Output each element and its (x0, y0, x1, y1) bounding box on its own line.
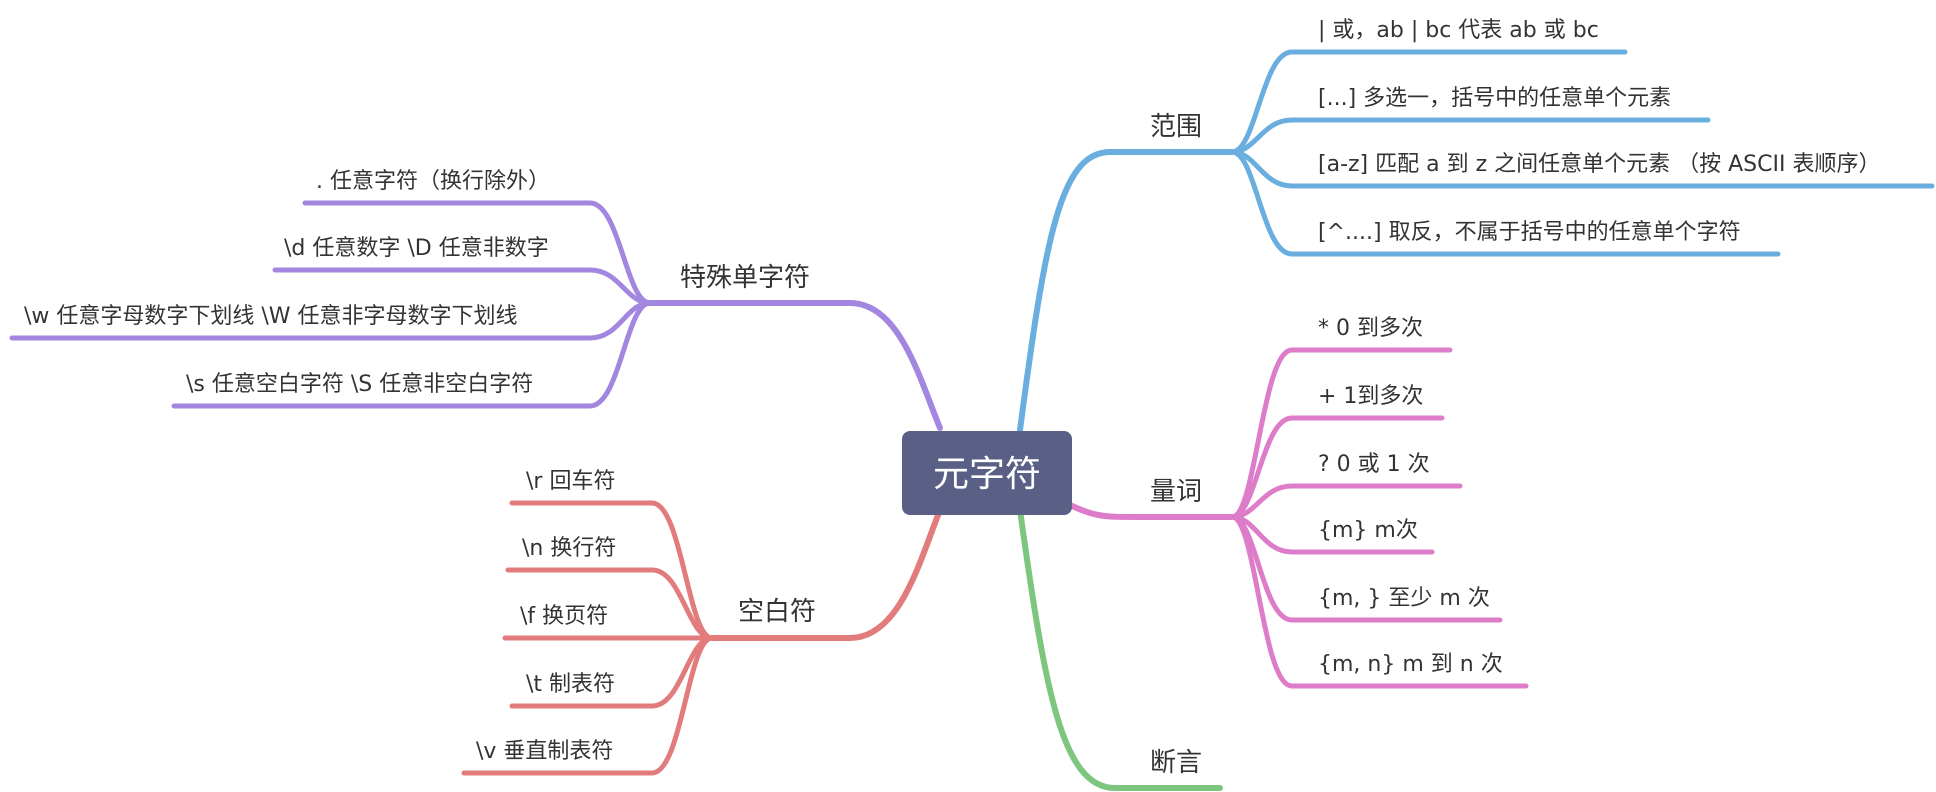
leaf-range-2[interactable]: [...] 多选一，括号中的任意单个元素 (1318, 86, 1671, 111)
root-node[interactable]: 元字符 (902, 431, 1072, 515)
leaf-quantifier-3[interactable]: ? 0 或 1 次 (1318, 452, 1430, 477)
branch-range-connector (1017, 149, 1235, 433)
topic-special-label[interactable]: 特殊单字符 (680, 263, 810, 293)
leaf-quantifier-6[interactable]: {m, n} m 到 n 次 (1318, 652, 1503, 677)
leaf-special-1[interactable]: . 任意字符（换行除外） (316, 169, 550, 194)
leaf-whitespace-1[interactable]: \r 回车符 (526, 469, 615, 494)
leaf-whitespace-4[interactable]: \t 制表符 (526, 672, 615, 697)
leaf-special-3[interactable]: \w 任意字母数字下划线 \W 任意非字母数字下划线 (24, 304, 518, 329)
leaf-range-4[interactable]: [^....] 取反，不属于括号中的任意单个字符 (1318, 220, 1741, 245)
leaf-quantifier-4[interactable]: {m} m次 (1318, 518, 1418, 543)
leaf-whitespace-5[interactable]: \v 垂直制表符 (476, 739, 613, 764)
branch-range[interactable]: 范围 | 或，ab | bc 代表 ab 或 bc [...] 多选一，括号中的… (1017, 18, 1935, 433)
topic-range-label[interactable]: 范围 (1150, 112, 1202, 142)
root-node-box (902, 431, 1072, 515)
branch-assertion[interactable]: 断言 (1017, 507, 1223, 791)
branch-whitespace[interactable]: 空白符 \r 回车符 \n 换行符 \f 换页符 \t 制表符 \v 垂直制表符 (461, 469, 943, 776)
root-node-label[interactable]: 元字符 (933, 454, 1041, 495)
topic-quantifier-label[interactable]: 量词 (1150, 477, 1202, 507)
leaf-quantifier-5[interactable]: {m, } 至少 m 次 (1318, 586, 1490, 611)
leaf-range-1[interactable]: | 或，ab | bc 代表 ab 或 bc (1318, 18, 1599, 43)
leaf-special-4[interactable]: \s 任意空白字符 \S 任意非空白字符 (186, 372, 533, 397)
leaf-whitespace-3[interactable]: \f 换页符 (520, 604, 608, 629)
topic-assertion-label[interactable]: 断言 (1150, 748, 1202, 778)
leaf-range-3[interactable]: [a-z] 匹配 a 到 z 之间任意单个元素 （按 ASCII 表顺序） (1318, 152, 1880, 177)
leaf-whitespace-2[interactable]: \n 换行符 (522, 536, 616, 561)
branch-quantifier[interactable]: 量词 * 0 到多次 + 1到多次 ? 0 或 1 次 {m} m次 {m, }… (1067, 316, 1529, 689)
leaf-quantifier-2[interactable]: + 1到多次 (1318, 384, 1423, 409)
branch-special[interactable]: 特殊单字符 . 任意字符（换行除外） \d 任意数字 \D 任意非数字 \w 任… (9, 169, 943, 431)
leaf-quantifier-1[interactable]: * 0 到多次 (1318, 316, 1423, 341)
leaf-special-2[interactable]: \d 任意数字 \D 任意非数字 (284, 236, 549, 261)
topic-whitespace-label[interactable]: 空白符 (738, 597, 816, 627)
